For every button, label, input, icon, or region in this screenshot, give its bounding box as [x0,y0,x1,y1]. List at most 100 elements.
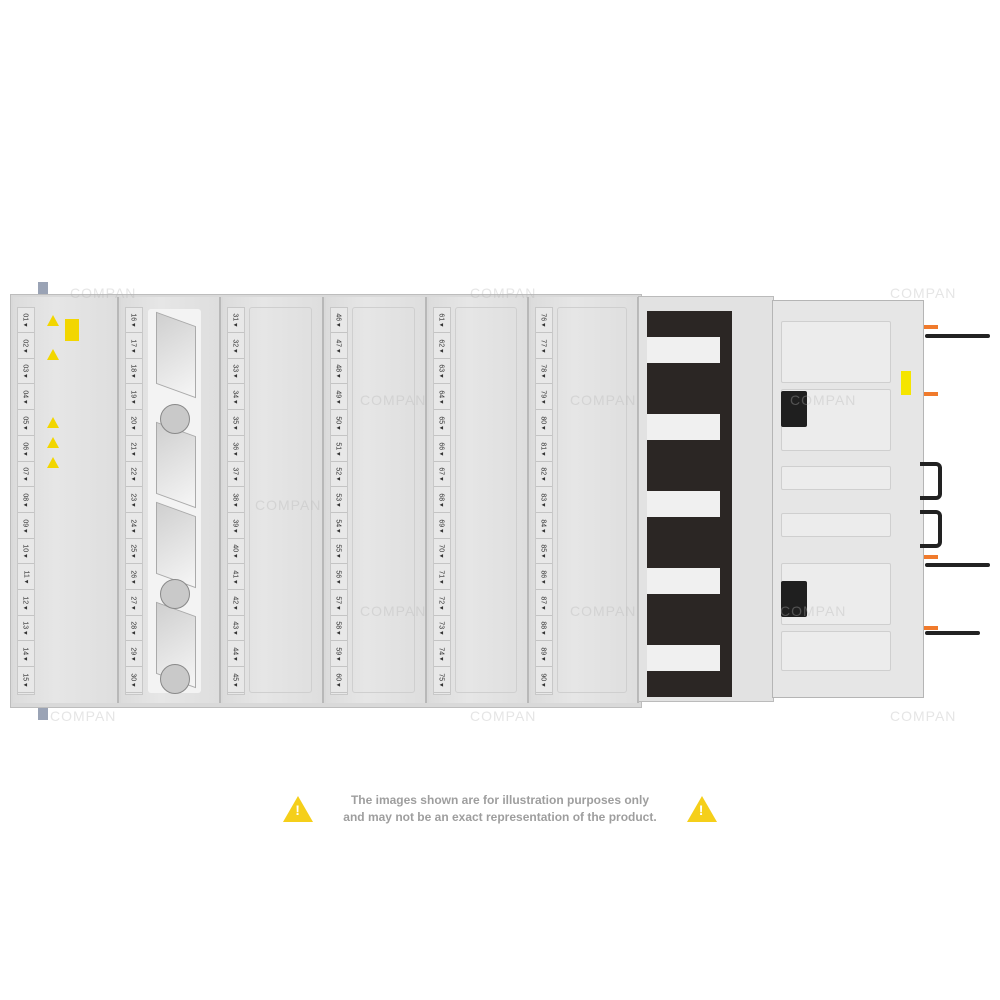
disclaimer-line-2: and may not be an exact representation o… [343,810,657,824]
bay-label: 57 ▾ [331,591,347,616]
bay-label: 81 ▾ [536,437,552,462]
bay-label: 25 ▾ [126,539,142,565]
bay-label: 53 ▾ [331,488,347,513]
bay-label: 38 ▾ [228,488,244,513]
bay-label: 62 ▾ [434,334,450,359]
drive-drawer-1[interactable]: 01 ▾02 ▾03 ▾04 ▾05 ▾06 ▾07 ▾08 ▾09 ▾10 ▾… [13,297,119,703]
bay-label: 90 ▾ [536,668,552,693]
bay-label: 60 ▾ [331,668,347,693]
watermark: COMPAN [780,603,847,619]
bay-label: 08 ▾ [18,488,34,513]
bay-label: 39 ▾ [228,514,244,539]
bay-label: 10 ▾ [18,539,34,565]
watermark: COMPAN [570,603,637,619]
bay-label: 05 ▾ [18,411,34,436]
bay-label: 43 ▾ [228,616,244,642]
watermark: COMPAN [890,285,957,301]
release-tab[interactable] [924,392,938,396]
fan-module-3 [647,517,732,543]
bay-label: 31 ▾ [228,308,244,333]
latch-handle[interactable] [781,581,807,617]
bay-label: 36 ▾ [228,437,244,462]
watermark: COMPAN [890,708,957,724]
warning-triangle-icon [283,796,314,822]
bay-label: 22 ▾ [126,462,142,488]
watermark: COMPAN [360,392,427,408]
bay-label: 85 ▾ [536,539,552,565]
bay-label: 77 ▾ [536,334,552,359]
watermark: COMPAN [790,392,857,408]
warning-icon [47,417,59,428]
bay-label: 76 ▾ [536,308,552,333]
bay-label: 17 ▾ [126,334,142,359]
drawer-panel [352,307,415,693]
bay-label: 34 ▾ [228,385,244,411]
fan-module-5 [647,619,732,645]
watermark: COMPAN [255,497,322,513]
bay-label: 66 ▾ [434,437,450,462]
watermark: COMPAN [470,285,537,301]
bay-label: 88 ▾ [536,616,552,642]
bay-label: 40 ▾ [228,539,244,565]
power-cable [925,631,980,635]
latch-handle[interactable] [781,391,807,427]
fan-module-2[interactable] [647,414,732,440]
fan-module-4[interactable] [647,568,732,594]
fan-module-1[interactable] [647,337,732,363]
bay-label: 37 ▾ [228,462,244,488]
psu-io-section [772,300,924,698]
bay-label: 07 ▾ [18,462,34,488]
watermark: COMPAN [50,708,117,724]
warning-icon [47,437,59,448]
drive-drawer-4[interactable]: 46 ▾47 ▾48 ▾49 ▾50 ▾51 ▾52 ▾53 ▾54 ▾55 ▾… [326,297,427,703]
drawer-panel [557,307,627,693]
fan-module-3[interactable] [647,491,732,517]
drive-drawer-2[interactable]: 16 ▾17 ▾18 ▾19 ▾20 ▾21 ▾22 ▾23 ▾24 ▾25 ▾… [121,297,221,703]
bay-label: 78 ▾ [536,359,552,385]
service-guide-label [148,309,201,694]
bay-label: 12 ▾ [18,591,34,616]
drive-drawer-3[interactable]: 31 ▾32 ▾33 ▾34 ▾35 ▾36 ▾37 ▾38 ▾39 ▾40 ▾… [223,297,324,703]
fan-module-4 [647,594,732,620]
bay-label: 52 ▾ [331,462,347,488]
psu-handle[interactable] [920,462,942,500]
bay-label: 49 ▾ [331,385,347,411]
bay-label: 67 ▾ [434,462,450,488]
psu-handle[interactable] [920,510,942,548]
bay-label: 46 ▾ [331,308,347,333]
fan-module-2 [647,440,732,466]
fan-module-1 [647,363,732,389]
power-cable [925,563,990,567]
bay-label: 18 ▾ [126,359,142,385]
bay-label: 27 ▾ [126,591,142,616]
bay-label-strip: 31 ▾32 ▾33 ▾34 ▾35 ▾36 ▾37 ▾38 ▾39 ▾40 ▾… [227,307,245,695]
warning-icon [47,457,59,468]
drive-drawer-6[interactable]: 76 ▾77 ▾78 ▾79 ▾80 ▾81 ▾82 ▾83 ▾84 ▾85 ▾… [531,297,639,703]
bay-label: 13 ▾ [18,616,34,642]
bay-label: 55 ▾ [331,539,347,565]
bay-label: 42 ▾ [228,591,244,616]
bay-label-strip: 61 ▾62 ▾63 ▾64 ▾65 ▾66 ▾67 ▾68 ▾69 ▾70 ▾… [433,307,451,695]
fan-module-5[interactable] [647,645,732,671]
bay-label: 20 ▾ [126,411,142,436]
release-tab[interactable] [924,555,938,559]
bay-label: 70 ▾ [434,539,450,565]
rail-bracket-top [38,282,48,298]
bay-label: 65 ▾ [434,411,450,436]
fan-module-1 [647,311,732,337]
bay-label-strip: 01 ▾02 ▾03 ▾04 ▾05 ▾06 ▾07 ▾08 ▾09 ▾10 ▾… [17,307,35,695]
bay-label: 56 ▾ [331,565,347,590]
bay-label: 21 ▾ [126,437,142,462]
bay-label: 86 ▾ [536,565,552,590]
bay-label: 41 ▾ [228,565,244,590]
release-tab[interactable] [924,325,938,329]
release-tab[interactable] [924,626,938,630]
watermark: COMPAN [470,708,537,724]
watermark: COMPAN [360,603,427,619]
drive-drawer-5[interactable]: 61 ▾62 ▾63 ▾64 ▾65 ▾66 ▾67 ▾68 ▾69 ▾70 ▾… [429,297,529,703]
watermark: COMPAN [570,392,637,408]
bay-label: 45 ▾ [228,668,244,693]
bay-label: 35 ▾ [228,411,244,436]
bay-label: 59 ▾ [331,642,347,668]
fan-module-2 [647,388,732,414]
